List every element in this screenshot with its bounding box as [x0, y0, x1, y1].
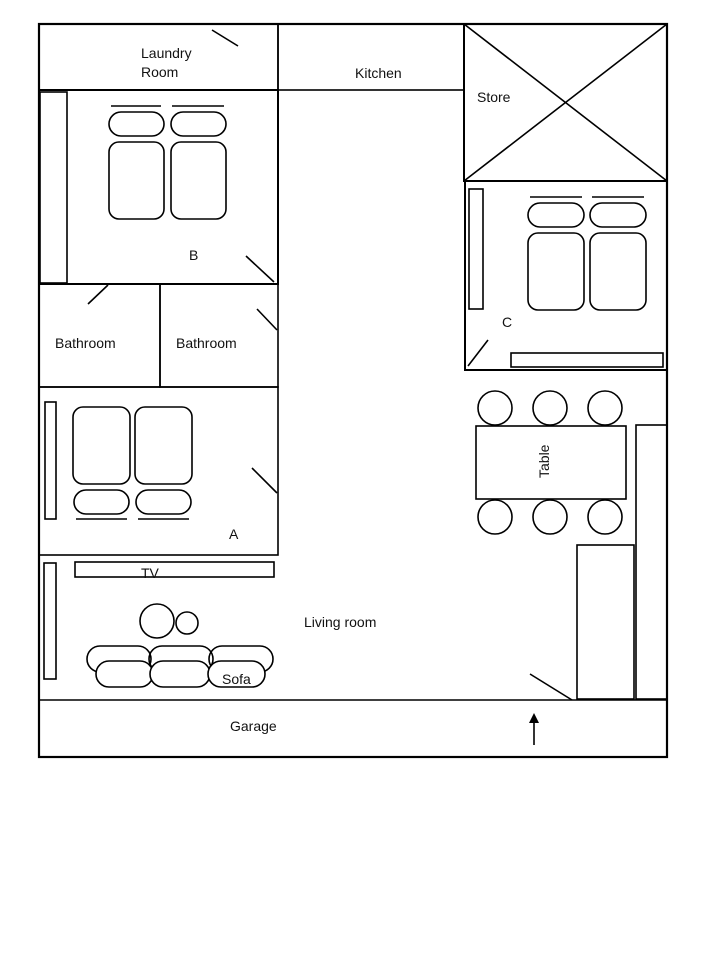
laundry-room-label-line2: Room [141, 64, 178, 80]
bedroom-b [38, 89, 279, 285]
kitchen-label: Kitchen [355, 65, 402, 81]
sofa-label: Sofa [222, 671, 251, 687]
door-b [245, 255, 275, 283]
bed-a-right [134, 406, 193, 520]
chair [477, 499, 513, 535]
bathroom-left-door [87, 284, 109, 305]
bed-c-right [589, 196, 647, 311]
room-a-label: A [229, 526, 239, 542]
store-cross-2 [463, 23, 668, 182]
dining-table [475, 425, 627, 500]
room-c-label: C [502, 314, 512, 330]
chair [532, 499, 568, 535]
door-a [251, 467, 278, 494]
door-c [467, 339, 489, 367]
outer-wall [37, 22, 669, 759]
wardrobe-b [39, 91, 68, 284]
table-label: Table [536, 444, 552, 478]
bed-b-left [108, 105, 165, 220]
garage-label: Garage [230, 718, 277, 734]
wardrobe-c [468, 188, 484, 310]
side-table-small [175, 611, 199, 635]
laundry-door [211, 29, 239, 47]
chair [532, 390, 568, 426]
living-room-label: Living room [304, 614, 376, 630]
sofa [86, 645, 274, 688]
entrance-arrow-head [529, 713, 539, 723]
bed-a-left [72, 406, 131, 520]
counter-tall [635, 424, 668, 700]
dresser-c [510, 352, 664, 368]
counter-short [576, 544, 635, 700]
store-label: Store [477, 89, 511, 105]
tv-label: TV [141, 565, 160, 581]
bedroom-a [38, 386, 279, 556]
side-table-large [139, 603, 175, 639]
bedroom-c [464, 180, 668, 371]
bathroom-right-door [256, 308, 278, 331]
living-cabinet [43, 562, 57, 680]
chair [587, 390, 623, 426]
bathroom-right-label: Bathroom [176, 335, 237, 351]
laundry-room-label: Laundry [141, 45, 192, 61]
room-b-label: B [189, 247, 198, 263]
chair [477, 390, 513, 426]
chair [587, 499, 623, 535]
bed-b-right [170, 105, 227, 220]
wardrobe-a [44, 401, 57, 520]
entry-door [529, 673, 573, 701]
bathroom-left-label: Bathroom [55, 335, 116, 351]
bed-c-left [527, 196, 585, 311]
tv-unit [74, 561, 275, 578]
